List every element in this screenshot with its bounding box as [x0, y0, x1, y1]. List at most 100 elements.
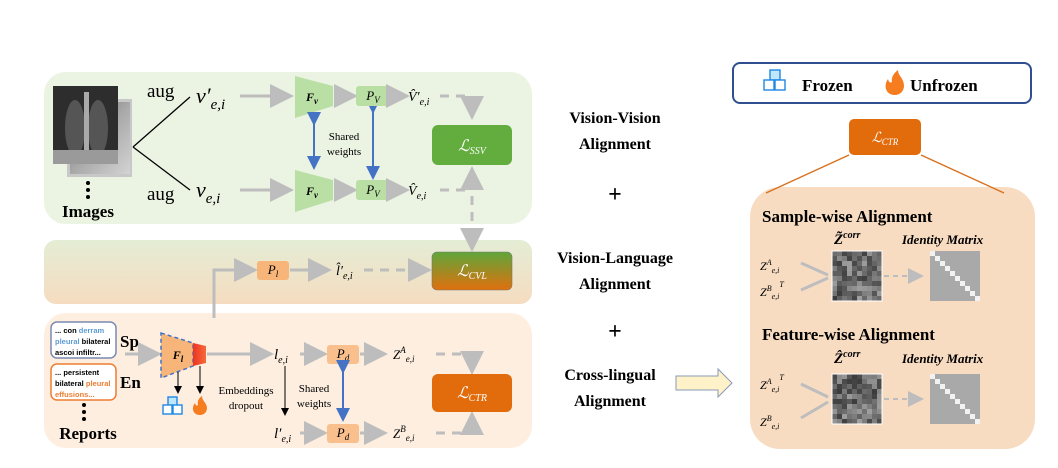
identity-diagonal-cell: [950, 271, 955, 276]
matrix-cell: [857, 281, 863, 287]
matrix-cell: [867, 286, 873, 292]
identity-diagonal-cell: [930, 374, 935, 379]
sample-correlation-matrix: [831, 250, 883, 302]
matrix-cell: [872, 281, 878, 287]
english-report-line2: bilateral pleural: [55, 379, 110, 388]
matrix-cell: [837, 374, 843, 380]
vision-language-title-line1: Vision-Language: [557, 250, 673, 267]
shared-weights-label-line1: Shared: [329, 131, 360, 143]
matrix-cell: [877, 251, 883, 257]
matrix-cell: [862, 256, 868, 262]
matrix-cell: [852, 409, 858, 415]
matrix-cell: [862, 399, 868, 405]
matrix-cell: [842, 419, 848, 425]
matrix-cell: [832, 399, 838, 405]
matrix-cell: [862, 261, 868, 267]
matrix-cell: [832, 291, 838, 297]
matrix-cell: [852, 419, 858, 425]
vision-encoder-top: [295, 76, 333, 118]
matrix-cell: [837, 261, 843, 267]
vision-projector-top-label: PV: [365, 88, 381, 105]
matrix-cell: [857, 389, 863, 395]
dropout-label-line2: dropout: [229, 400, 263, 412]
input-view: ve,i: [196, 177, 220, 207]
matrix-cell: [857, 404, 863, 410]
identity-diagonal-cell: [945, 389, 950, 394]
vision-output: V̂e,i: [408, 183, 427, 202]
matrix-cell: [837, 419, 843, 425]
matrix-cell: [852, 291, 858, 297]
identity-diagonal-cell: [965, 409, 970, 414]
cvl-loss-label: ℒCVL: [457, 263, 487, 282]
spanish-report-line2: pleural bilateral: [55, 337, 110, 346]
matrix-cell: [842, 374, 848, 380]
feature-input-arrow-1: [800, 382, 829, 399]
matrix-cell: [832, 276, 838, 282]
matrix-cell: [857, 414, 863, 420]
matrix-cell: [852, 389, 858, 395]
vision-encoder-top-label: Fv: [305, 90, 319, 106]
identity-diagonal-cell: [950, 394, 955, 399]
matrix-cell: [867, 251, 873, 257]
matrix-cell: [877, 414, 883, 420]
matrix-cell: [842, 276, 848, 282]
ssv-loss-label: ℒSSV: [458, 138, 488, 157]
matrix-cell: [852, 271, 858, 277]
matrix-cell: [867, 409, 873, 415]
matrix-cell: [867, 394, 873, 400]
matrix-cell: [852, 399, 858, 405]
matrix-cell: [847, 384, 853, 390]
matrix-cell: [852, 384, 858, 390]
matrix-cell: [862, 419, 868, 425]
matrix-cell: [847, 286, 853, 292]
matrix-cell: [867, 374, 873, 380]
matrix-cell: [847, 266, 853, 272]
matrix-cell: [842, 389, 848, 395]
matrix-cell: [877, 399, 883, 405]
matrix-cell: [872, 404, 878, 410]
matrix-cell: [867, 414, 873, 420]
matrix-cell: [872, 296, 878, 302]
matrix-cell: [872, 389, 878, 395]
identity-diagonal-cell: [970, 291, 975, 296]
cross-lingual-title-line1: Cross-lingual: [564, 367, 656, 384]
feature-corr-label: Ẑcorr: [833, 349, 861, 367]
matrix-cell: [842, 256, 848, 262]
matrix-cell: [847, 389, 853, 395]
matrix-cell: [837, 256, 843, 262]
matrix-cell: [832, 256, 838, 262]
matrix-cell: [842, 404, 848, 410]
images-more-dots: [86, 181, 90, 199]
feature-wise-title: Feature-wise Alignment: [762, 325, 935, 344]
matrix-cell: [877, 256, 883, 262]
matrix-cell: [837, 414, 843, 420]
identity-diagonal-cell: [955, 276, 960, 281]
matrix-cell: [872, 379, 878, 385]
matrix-cell: [867, 389, 873, 395]
vision-projector-bottom: [356, 180, 390, 200]
matrix-cell: [837, 296, 843, 302]
matrix-cell: [877, 419, 883, 425]
sample-corr-label: Z̃corr: [833, 230, 861, 248]
matrix-cell: [842, 281, 848, 287]
vision-output-augmented: V̂′e,i: [408, 89, 430, 108]
matrix-cell: [847, 281, 853, 287]
matrix-cell: [847, 414, 853, 420]
english-report-line3: effusions...: [55, 390, 95, 399]
matrix-cell: [842, 261, 848, 267]
ctr-loss-detail-label: ℒCTR: [872, 131, 899, 147]
dropout-label-line1: Embeddings: [219, 385, 274, 397]
matrix-cell: [857, 399, 863, 405]
matrix-cell: [847, 261, 853, 267]
matrix-cell: [862, 409, 868, 415]
english-report-line1: ... persistent: [55, 368, 100, 377]
matrix-cell: [837, 271, 843, 277]
matrix-cell: [837, 286, 843, 292]
cvl-loss-box: [431, 251, 513, 291]
text-projector-bottom-label: Pd: [336, 425, 350, 442]
matrix-cell: [842, 399, 848, 405]
text-encoder-unfrozen: [193, 343, 206, 366]
identity-diagonal-cell: [975, 419, 980, 424]
matrix-cell: [867, 276, 873, 282]
matrix-cell: [862, 389, 868, 395]
